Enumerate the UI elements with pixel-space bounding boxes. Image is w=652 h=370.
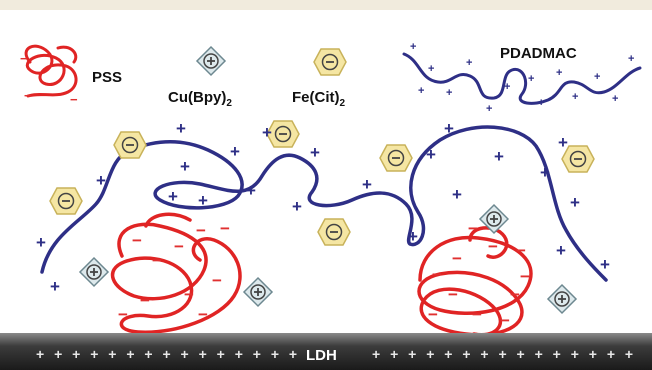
pdadmac-charge: + xyxy=(262,123,272,142)
pdadmac-legend-charge: + xyxy=(572,91,578,103)
pdadmac-charge: + xyxy=(444,119,454,138)
pss-coil-right xyxy=(417,226,533,337)
pdadmac-charge: + xyxy=(556,241,566,260)
cu-bpy-icon xyxy=(79,257,109,287)
pdadmac-charge: + xyxy=(198,191,208,210)
cu-bpy-icon xyxy=(196,46,226,76)
pss-charge: − xyxy=(428,305,438,324)
pss-charge: − xyxy=(212,271,222,290)
pdadmac-charge: + xyxy=(494,147,504,166)
pss-legend-charge: − xyxy=(70,92,78,107)
pdadmac-label: PDADMAC xyxy=(500,45,577,62)
pdadmac-charge: + xyxy=(600,255,610,274)
cu-bpy-label: Cu(Bpy)2 xyxy=(168,89,232,109)
pdadmac-charge: + xyxy=(362,175,372,194)
pdadmac-legend-charge: + xyxy=(556,67,562,79)
pdadmac-charge: + xyxy=(230,142,240,161)
pss-charge: − xyxy=(220,219,230,238)
pdadmac-legend-charge: + xyxy=(428,63,434,75)
pdadmac-charge: + xyxy=(452,185,462,204)
pss-charge: − xyxy=(118,305,128,324)
pss-charge: − xyxy=(196,221,206,240)
pdadmac-charge: + xyxy=(176,119,186,138)
pss-charge: − xyxy=(152,251,162,270)
pdadmac-main-chain xyxy=(40,125,608,282)
pdadmac-charge: + xyxy=(310,143,320,162)
ldh-left-charges: + + + + + + + + + + + + + + + xyxy=(36,346,300,362)
pss-charge: − xyxy=(452,249,462,268)
pdadmac-charge: + xyxy=(292,197,302,216)
fe-cit-icon xyxy=(313,48,347,76)
ldh-right-charges: + + + + + + + + + + + + + + + xyxy=(372,346,636,362)
pdadmac-charge: + xyxy=(558,133,568,152)
top-border xyxy=(0,0,652,10)
fe-cit-icon xyxy=(49,187,83,215)
ldh-label: LDH xyxy=(306,347,337,364)
pss-legend-charge: − xyxy=(24,88,32,103)
pdadmac-legend-charge: + xyxy=(410,41,416,53)
pss-charge: − xyxy=(448,285,458,304)
pdadmac-legend-charge: + xyxy=(538,97,544,109)
pdadmac-legend-charge: + xyxy=(504,81,510,93)
pdadmac-legend-charge: + xyxy=(594,71,600,83)
pdadmac-legend-charge: + xyxy=(446,87,452,99)
pdadmac-charge: + xyxy=(408,227,418,246)
pss-charge: − xyxy=(140,291,150,310)
pss-charge: − xyxy=(472,305,482,324)
pdadmac-legend-charge: + xyxy=(612,93,618,105)
pss-coil-left xyxy=(110,212,242,334)
pdadmac-legend-charge: + xyxy=(528,73,534,85)
pdadmac-legend-charge: + xyxy=(418,85,424,97)
pss-legend-coil xyxy=(24,44,78,98)
cu-bpy-icon xyxy=(243,277,273,307)
pss-charge: − xyxy=(468,219,478,238)
pss-charge: − xyxy=(174,237,184,256)
pdadmac-charge: + xyxy=(180,157,190,176)
pss-label: PSS xyxy=(92,69,122,86)
pss-charge: − xyxy=(432,265,442,284)
pdadmac-charge: + xyxy=(96,171,106,190)
pss-charge: − xyxy=(488,237,498,256)
pss-charge: − xyxy=(198,305,208,324)
fe-cit-icon xyxy=(113,131,147,159)
ldh-substrate xyxy=(0,333,652,370)
pss-charge: − xyxy=(516,241,526,260)
pdadmac-charge: + xyxy=(246,181,256,200)
pdadmac-charge: + xyxy=(36,233,46,252)
pss-charge: − xyxy=(510,285,520,304)
pdadmac-charge: + xyxy=(540,163,550,182)
pdadmac-legend-charge: + xyxy=(466,57,472,69)
pdadmac-charge: + xyxy=(426,145,436,164)
pss-charge: − xyxy=(500,311,510,330)
fe-cit-icon xyxy=(317,218,351,246)
pdadmac-legend-charge: + xyxy=(486,103,492,115)
pdadmac-charge: + xyxy=(50,277,60,296)
pdadmac-legend-chain xyxy=(402,52,642,105)
cu-bpy-icon xyxy=(547,284,577,314)
pss-charge: − xyxy=(520,267,530,286)
pdadmac-charge: + xyxy=(168,187,178,206)
pss-charge: − xyxy=(132,231,142,250)
pdadmac-charge: + xyxy=(570,193,580,212)
fe-cit-icon xyxy=(379,144,413,172)
pss-charge: − xyxy=(184,285,194,304)
pdadmac-legend-charge: + xyxy=(628,53,634,65)
fe-cit-label: Fe(Cit)2 xyxy=(292,89,346,109)
pss-legend-charge: − xyxy=(20,51,28,66)
